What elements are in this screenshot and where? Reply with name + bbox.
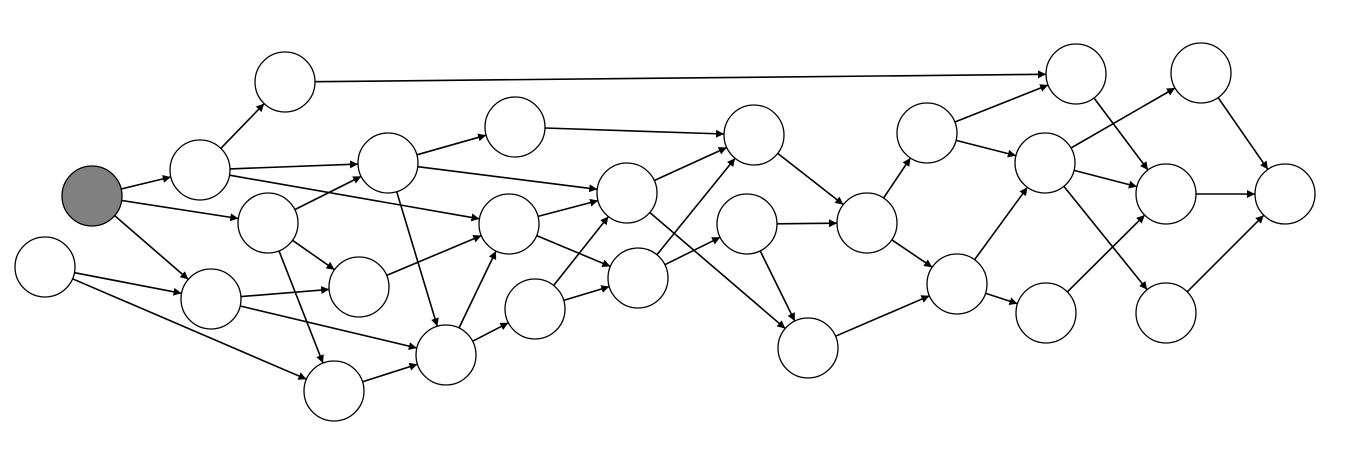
edge-n5-n9 [292, 239, 335, 271]
edge-n17-n19 [759, 250, 796, 322]
graph-node-n6 [180, 268, 242, 330]
edge-n18-n20 [882, 157, 912, 199]
edge-n25-n26 [1066, 214, 1146, 293]
graph-node-n4 [169, 139, 231, 201]
edge-n8-n13 [417, 165, 598, 193]
graph-node-n27 [1135, 282, 1197, 344]
graph-node-n15 [607, 247, 669, 309]
edge-n24-n22 [1070, 87, 1176, 149]
edge-n8-n10 [395, 191, 439, 327]
edge-n14-n15 [563, 285, 610, 302]
edge-n22-n28 [1217, 97, 1269, 170]
edge-n11-n13 [537, 198, 599, 218]
graph-node-n11 [478, 193, 540, 255]
graph-node-n17 [716, 193, 778, 255]
edge-n5-n8 [294, 175, 362, 211]
graph-node-n23 [1045, 43, 1107, 105]
edge-n12-n16 [544, 127, 725, 138]
edge-n3-n23 [314, 70, 1047, 83]
edge-n15-n16 [656, 157, 736, 256]
edge-n1-n6 [114, 214, 189, 281]
graph-node-n9 [328, 256, 390, 318]
edge-n17-n18 [776, 219, 838, 228]
edges-layer [72, 70, 1269, 383]
edge-n2-n7 [72, 278, 307, 380]
edge-n4-n11 [229, 174, 480, 222]
graph-node-n13 [596, 162, 658, 224]
edge-n16-n18 [777, 152, 844, 206]
graph-node-n14 [504, 278, 566, 340]
graph-node-n10 [415, 324, 477, 386]
edge-n8-n12 [416, 133, 487, 156]
graph-node-n25 [1015, 282, 1077, 344]
edge-n24-n26 [1073, 169, 1138, 189]
graph-node-n12 [484, 96, 546, 158]
edge-n19-n21 [835, 295, 930, 337]
edge-n9-n11 [386, 234, 482, 277]
edge-n7-n10 [362, 362, 418, 383]
graph-node-n19 [777, 317, 839, 379]
edge-n4-n3 [220, 103, 265, 149]
graph-node-n20 [896, 102, 958, 164]
edge-n1-n5 [121, 199, 239, 222]
edge-n23-n26 [1093, 97, 1149, 171]
graph-node-n21 [926, 253, 988, 315]
graph-node-n24 [1014, 132, 1076, 194]
graph-node-n18 [836, 192, 898, 254]
graph-node-n7 [303, 360, 365, 422]
graph-node-n2 [14, 236, 76, 298]
edge-n14-n13 [552, 216, 610, 286]
edge-n20-n23 [954, 84, 1049, 123]
graph-node-n3 [254, 51, 316, 113]
edge-n2-n6 [74, 271, 182, 296]
graph-node-n26 [1135, 163, 1197, 225]
edge-n15-n17 [664, 236, 721, 266]
edge-n1-n4 [121, 174, 171, 190]
edge-n20-n24 [955, 139, 1017, 158]
graph-node-n16 [723, 104, 785, 166]
edge-n13-n19 [649, 211, 786, 330]
edge-n10-n14 [472, 322, 509, 342]
edge-n4-n8 [229, 160, 359, 170]
edge-n13-n16 [653, 146, 728, 182]
graph-node-n8 [357, 132, 419, 194]
edge-n21-n24 [973, 186, 1029, 261]
edge-n5-n7 [278, 250, 324, 364]
graph-node-n22 [1170, 42, 1232, 104]
edge-n6-n10 [240, 305, 417, 351]
edge-n24-n27 [1063, 185, 1148, 291]
nodes-layer [14, 42, 1316, 422]
graph-node-n28 [1254, 163, 1316, 225]
edge-n21-n25 [985, 292, 1018, 306]
graph-node-n5 [237, 192, 299, 254]
edge-n6-n9 [240, 286, 330, 298]
edge-n27-n28 [1186, 214, 1265, 293]
edge-n10-n11 [458, 250, 497, 329]
edge-n11-n15 [536, 234, 611, 268]
highlighted-node-n1 [61, 165, 123, 227]
edge-n18-n21 [891, 239, 933, 268]
